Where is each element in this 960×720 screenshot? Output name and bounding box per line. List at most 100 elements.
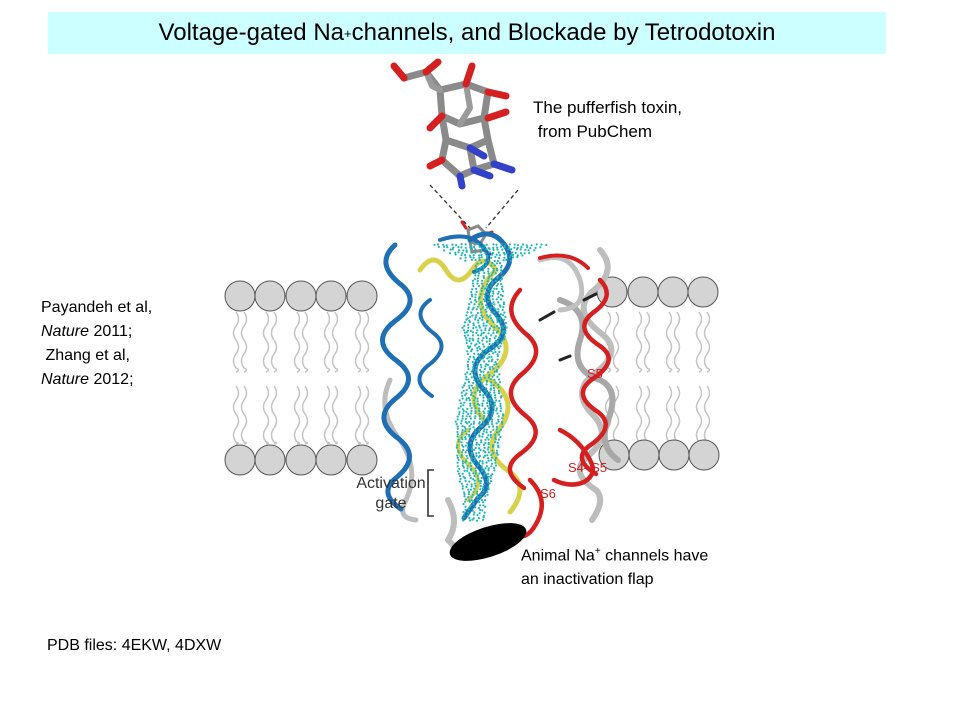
pore-dot: [483, 367, 486, 371]
pore-dot: [490, 302, 493, 305]
pore-dot: [470, 454, 473, 457]
pore-dot: [529, 247, 532, 250]
pore-dot: [492, 269, 495, 272]
pore-dot: [456, 425, 459, 428]
pore-dot: [481, 349, 484, 352]
pore-dot: [487, 457, 490, 460]
pore-dot: [456, 418, 459, 421]
pore-dot: [501, 332, 504, 335]
pore-dot: [482, 298, 485, 301]
pore-dot: [458, 467, 461, 470]
lipid-head: [688, 439, 720, 471]
pore-dot: [465, 389, 468, 392]
label-s4-s5: S4–S5: [568, 460, 607, 475]
pore-dot: [492, 246, 495, 249]
pore-dot: [464, 243, 467, 246]
pore-dot: [468, 399, 471, 402]
pore-dot: [469, 243, 472, 246]
pore-dot: [490, 480, 493, 483]
pore-dot: [511, 251, 514, 254]
pore-dot: [454, 251, 457, 254]
pore-dot: [494, 461, 497, 464]
pore-dot: [474, 410, 477, 413]
pore-dot: [482, 331, 485, 334]
pore-dot: [494, 272, 497, 275]
pore-dot: [471, 279, 475, 282]
pore-dot: [461, 462, 464, 465]
pore-dot: [457, 438, 460, 441]
pore-dot: [476, 514, 479, 517]
pore-dot: [467, 368, 470, 371]
pore-dot: [466, 407, 469, 410]
pore-dot: [482, 504, 485, 507]
pore-dot: [474, 430, 477, 433]
pore-dot: [493, 391, 496, 394]
pore-dot: [480, 366, 483, 369]
lipid-tail: [643, 311, 651, 373]
pore-dot: [492, 332, 495, 335]
pore-dot: [488, 329, 491, 332]
helix-s6-upper: [507, 287, 539, 491]
pore-dot: [493, 337, 496, 340]
pore-dot: [494, 436, 497, 439]
pore-dot: [480, 499, 483, 502]
pore-dot: [472, 502, 475, 506]
pore-dot: [463, 513, 466, 516]
pore-dot: [487, 376, 490, 379]
pore-dot: [465, 314, 468, 317]
pore-dot: [485, 349, 488, 352]
pore-dot: [463, 331, 466, 334]
pore-dot: [473, 487, 476, 490]
pore-dot: [461, 460, 464, 463]
pore-dot: [482, 430, 485, 433]
pore-dot: [457, 246, 460, 249]
pore-dot: [478, 254, 481, 257]
pore-dot: [485, 336, 488, 339]
pore-dot: [452, 246, 455, 249]
pore-dot: [484, 505, 487, 508]
pore-dot: [472, 500, 475, 503]
title-prefix: Voltage-gated Na: [158, 19, 345, 46]
inactivation-flap-icon: [449, 523, 527, 561]
pore-dot: [491, 262, 494, 265]
pore-dot: [483, 511, 486, 514]
pore-dot: [486, 391, 489, 395]
pore-dot: [492, 466, 496, 470]
pore-dot: [481, 246, 484, 249]
pore-dot: [479, 482, 482, 485]
pore-dot: [473, 402, 476, 405]
pore-dot: [461, 429, 464, 432]
pore-dot: [490, 256, 493, 259]
pore-dot: [489, 433, 492, 437]
loop-red-top: [538, 253, 590, 270]
pore-dot: [460, 482, 463, 485]
pore-dot: [462, 516, 465, 519]
inactivation-suffix: channels have: [600, 547, 709, 565]
pore-dot: [461, 451, 464, 454]
pore-dot: [487, 272, 490, 275]
pore-dot: [464, 451, 467, 454]
pore-dot: [487, 469, 490, 472]
pore-dot: [462, 448, 465, 452]
pore-dot: [474, 472, 477, 475]
pore-dot: [471, 444, 474, 447]
pore-dot: [474, 467, 477, 470]
pore-dot: [472, 422, 475, 425]
pore-dot: [496, 355, 499, 358]
label-s6: S6: [540, 486, 556, 501]
pore-dot: [479, 376, 482, 379]
pore-dot: [483, 300, 486, 303]
pore-dot: [456, 444, 459, 447]
pore-dot: [469, 404, 472, 407]
pore-dot: [502, 303, 505, 306]
pore-dot: [471, 348, 474, 351]
pore-dot: [471, 288, 474, 291]
pore-dot: [494, 255, 497, 259]
pore-dot: [475, 326, 478, 329]
pore-dot: [487, 446, 490, 449]
pore-dot: [478, 355, 481, 358]
lipid-tail: [643, 385, 651, 445]
pore-dot: [449, 248, 452, 251]
pore-dot: [474, 264, 477, 267]
pore-dot: [486, 493, 489, 496]
